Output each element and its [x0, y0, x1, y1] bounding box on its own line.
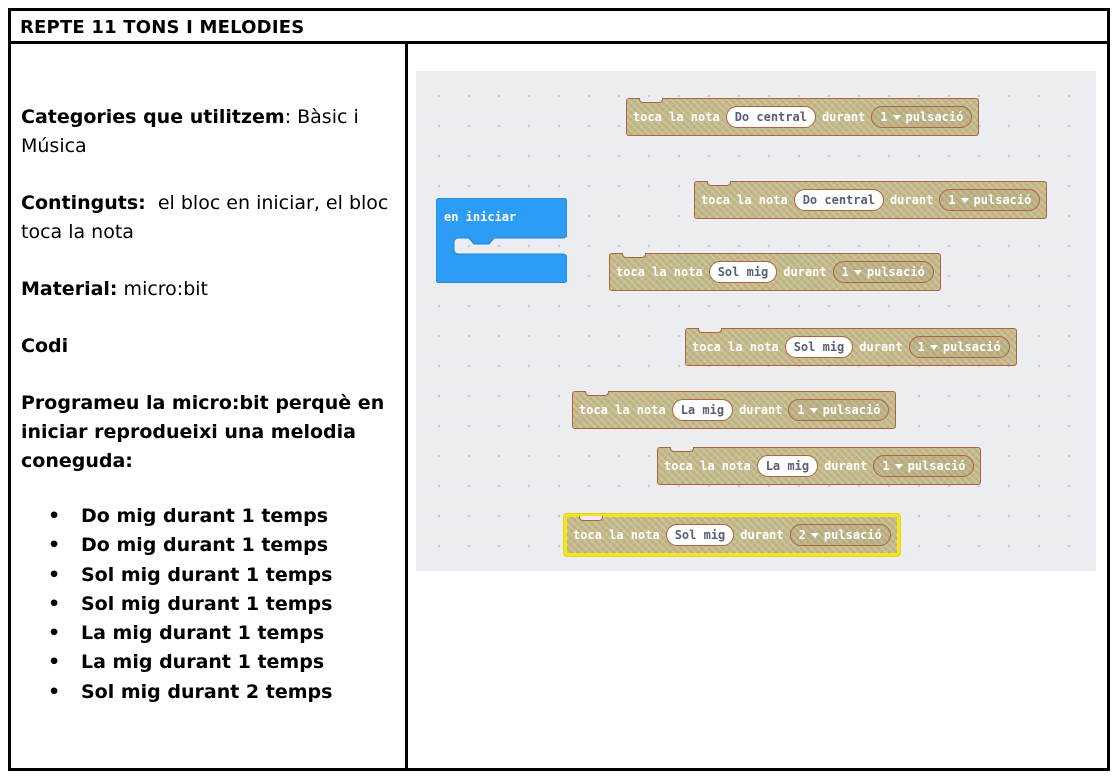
block-mid: durant	[824, 459, 868, 473]
block-notch-top	[670, 447, 694, 452]
block-mid: durant	[739, 403, 783, 417]
codi-heading: Codi	[21, 332, 396, 361]
block-notch-top	[585, 391, 609, 396]
melody-list: Do mig durant 1 temps Do mig durant 1 te…	[21, 502, 396, 707]
categories-line: Categories que utilitzem: Bàsic i Música	[21, 103, 396, 161]
categories-value: : Bàsic i Música	[21, 106, 359, 157]
block-prefix: toca la nota	[701, 193, 788, 207]
block-prefix: toca la nota	[692, 340, 779, 354]
list-item: Sol mig durant 1 temps	[48, 561, 396, 591]
dropdown-arrow-icon	[929, 344, 938, 350]
code-workspace[interactable]: en iniciar toca la nota Do central duran…	[416, 71, 1096, 571]
list-item: Do mig durant 1 temps	[48, 502, 396, 532]
play-tone-block[interactable]: toca la nota Do central durant 1 pulsació	[626, 98, 980, 136]
beats-unit: pulsació	[905, 110, 964, 124]
block-notch-top	[639, 98, 663, 103]
beats-dropdown[interactable]: 1 pulsació	[939, 189, 1041, 211]
block-prefix: toca la nota	[579, 403, 666, 417]
beats-unit: pulsació	[823, 528, 882, 542]
beats-dropdown[interactable]: 1 pulsació	[871, 106, 973, 128]
block-prefix: toca la nota	[573, 528, 660, 542]
beats-dropdown[interactable]: 1 pulsació	[788, 399, 890, 421]
on-start-label: en iniciar	[444, 210, 517, 224]
beats-value: 1	[841, 265, 849, 279]
note-field[interactable]: Sol mig	[665, 524, 735, 546]
beats-unit: pulsació	[822, 403, 881, 417]
note-field[interactable]: Do central	[725, 106, 816, 128]
block-prefix: toca la nota	[664, 459, 751, 473]
on-start-block[interactable]: en iniciar	[436, 198, 567, 283]
block-mid: durant	[859, 340, 903, 354]
block-notch-top	[698, 328, 722, 333]
play-tone-block-selected[interactable]: toca la nota Sol mig durant 2 pulsació	[564, 514, 900, 556]
title-row: REPTE 11 TONS I MELODIES	[11, 11, 1107, 44]
beats-unit: pulsació	[942, 340, 1001, 354]
beats-value: 1	[948, 193, 956, 207]
dropdown-arrow-icon	[853, 269, 862, 275]
play-tone-block[interactable]: toca la nota La mig durant 1 pulsació	[657, 447, 982, 485]
beats-value: 1	[882, 459, 890, 473]
play-tone-block[interactable]: toca la nota Do central durant 1 pulsació	[694, 181, 1048, 219]
beats-unit: pulsació	[907, 459, 966, 473]
worksheet-table: REPTE 11 TONS I MELODIES Categories que …	[8, 8, 1110, 771]
dropdown-arrow-icon	[809, 407, 818, 413]
beats-value: 1	[917, 340, 925, 354]
instructions-bold: Programeu la micro:bit perquè en iniciar…	[21, 392, 385, 472]
play-tone-block[interactable]: toca la nota Sol mig durant 1 pulsació	[685, 328, 1017, 366]
dropdown-arrow-icon	[892, 114, 901, 120]
block-prefix: toca la nota	[633, 110, 720, 124]
material-label: Material:	[21, 278, 118, 300]
block-notch-top	[622, 253, 646, 258]
column-divider	[405, 44, 408, 768]
dropdown-arrow-icon	[894, 463, 903, 469]
material-line: Material: micro:bit	[21, 275, 396, 304]
page-title: REPTE 11 TONS I MELODIES	[20, 17, 305, 38]
beats-value: 2	[798, 528, 806, 542]
dropdown-arrow-icon	[810, 532, 819, 538]
note-field[interactable]: Do central	[793, 189, 884, 211]
material-value: micro:bit	[117, 278, 208, 300]
block-prefix: toca la nota	[616, 265, 703, 279]
beats-dropdown[interactable]: 1 pulsació	[908, 336, 1010, 358]
list-item: Do mig durant 1 temps	[48, 531, 396, 561]
instructions-panel: Categories que utilitzem: Bàsic i Música…	[21, 103, 396, 707]
dropdown-arrow-icon	[960, 197, 969, 203]
instructions-text: Programeu la micro:bit perquè en iniciar…	[21, 389, 396, 476]
contents-label: Continguts:	[21, 192, 146, 214]
note-field[interactable]: Sol mig	[708, 261, 778, 283]
contents-value: el bloc en iniciar, el bloc toca la nota	[21, 192, 395, 243]
beats-unit: pulsació	[973, 193, 1032, 207]
note-field[interactable]: La mig	[756, 455, 819, 477]
categories-label: Categories que utilitzem	[21, 106, 285, 128]
note-field[interactable]: La mig	[671, 399, 734, 421]
play-tone-block[interactable]: toca la nota La mig durant 1 pulsació	[572, 391, 897, 429]
beats-dropdown[interactable]: 2 pulsació	[789, 524, 891, 546]
note-field[interactable]: Sol mig	[784, 336, 854, 358]
block-notch-top	[707, 181, 731, 186]
block-mid: durant	[740, 528, 784, 542]
beats-dropdown[interactable]: 1 pulsació	[832, 261, 934, 283]
block-mid: durant	[783, 265, 827, 279]
beats-value: 1	[797, 403, 805, 417]
list-item: Sol mig durant 2 temps	[48, 678, 396, 708]
beats-unit: pulsació	[866, 265, 925, 279]
contents-line: Continguts: el bloc en iniciar, el bloc …	[21, 189, 396, 247]
codi-label: Codi	[21, 335, 69, 357]
block-mid: durant	[889, 193, 934, 207]
list-item: La mig durant 1 temps	[48, 648, 396, 678]
block-notch-top	[579, 516, 603, 521]
list-item: Sol mig durant 1 temps	[48, 590, 396, 620]
beats-value: 1	[880, 110, 888, 124]
beats-dropdown[interactable]: 1 pulsació	[873, 455, 975, 477]
play-tone-block[interactable]: toca la nota Sol mig durant 1 pulsació	[609, 253, 941, 291]
list-item: La mig durant 1 temps	[48, 619, 396, 649]
block-mid: durant	[821, 110, 866, 124]
on-start-shape	[436, 198, 567, 283]
